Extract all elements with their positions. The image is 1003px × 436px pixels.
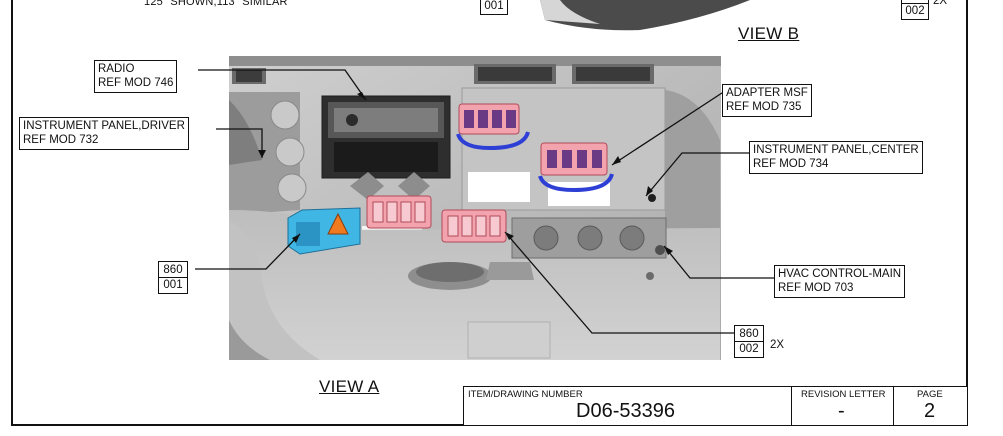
page-label: PAGE	[917, 389, 943, 400]
item-number-value: D06-53396	[576, 400, 675, 422]
top-ref-qty: 2X	[933, 0, 948, 7]
connector-upper-left	[456, 103, 530, 151]
hazard-switch	[287, 207, 361, 255]
air-vent-left	[232, 68, 266, 84]
connector-upper-right	[538, 142, 614, 193]
top-note: 125" SHOWN,113" SIMILAR	[144, 0, 288, 8]
callout-radio: RADIO REF MOD 746	[94, 60, 178, 93]
leader-arrowheads	[258, 92, 673, 255]
title-block: ITEM/DRAWING NUMBER D06-53396 REVISION L…	[463, 386, 968, 426]
view-a-label: VIEW A	[319, 377, 380, 396]
page-value: 2	[924, 400, 936, 422]
part-ref-860-002: 860 002	[734, 325, 764, 358]
callout-adapter-msf: ADAPTER MSF REF MOD 735	[722, 84, 812, 117]
connector-lower-center	[366, 195, 432, 229]
drawing-frame-right	[966, 0, 968, 426]
title-block-page-cell: PAGE 2	[895, 387, 965, 425]
top-ref-left: 001	[480, 0, 508, 15]
view-b-part-edge	[540, 0, 600, 24]
dashboard-top-edge	[229, 56, 721, 66]
radio-housing	[321, 95, 451, 179]
top-ref-right: 002	[901, 0, 929, 20]
title-block-item-cell: ITEM/DRAWING NUMBER D06-53396	[464, 387, 792, 425]
air-vent-center-1	[474, 64, 556, 84]
callout-hvac-control-main: HVAC CONTROL-MAIN REF MOD 703	[774, 265, 906, 298]
drawing-frame-left	[11, 0, 13, 426]
callout-instrument-panel-driver: INSTRUMENT PANEL,DRIVER REF MOD 732	[19, 117, 189, 150]
part-ref-860-001: 860 001	[158, 261, 188, 294]
part-ref-qty: 2X	[770, 339, 785, 351]
view-b-label: VIEW B	[738, 24, 800, 43]
title-block-revision-cell: REVISION LETTER -	[792, 387, 894, 425]
revision-label: REVISION LETTER	[801, 389, 886, 400]
item-number-label: ITEM/DRAWING NUMBER	[468, 389, 583, 400]
hvac-module	[511, 217, 667, 259]
callout-instrument-panel-center: INSTRUMENT PANEL,CENTER REF MOD 734	[749, 141, 923, 174]
leader-lines	[195, 69, 777, 334]
connector-lower-right	[441, 209, 507, 243]
revision-value: -	[838, 400, 845, 422]
air-vent-center-2	[572, 64, 654, 84]
